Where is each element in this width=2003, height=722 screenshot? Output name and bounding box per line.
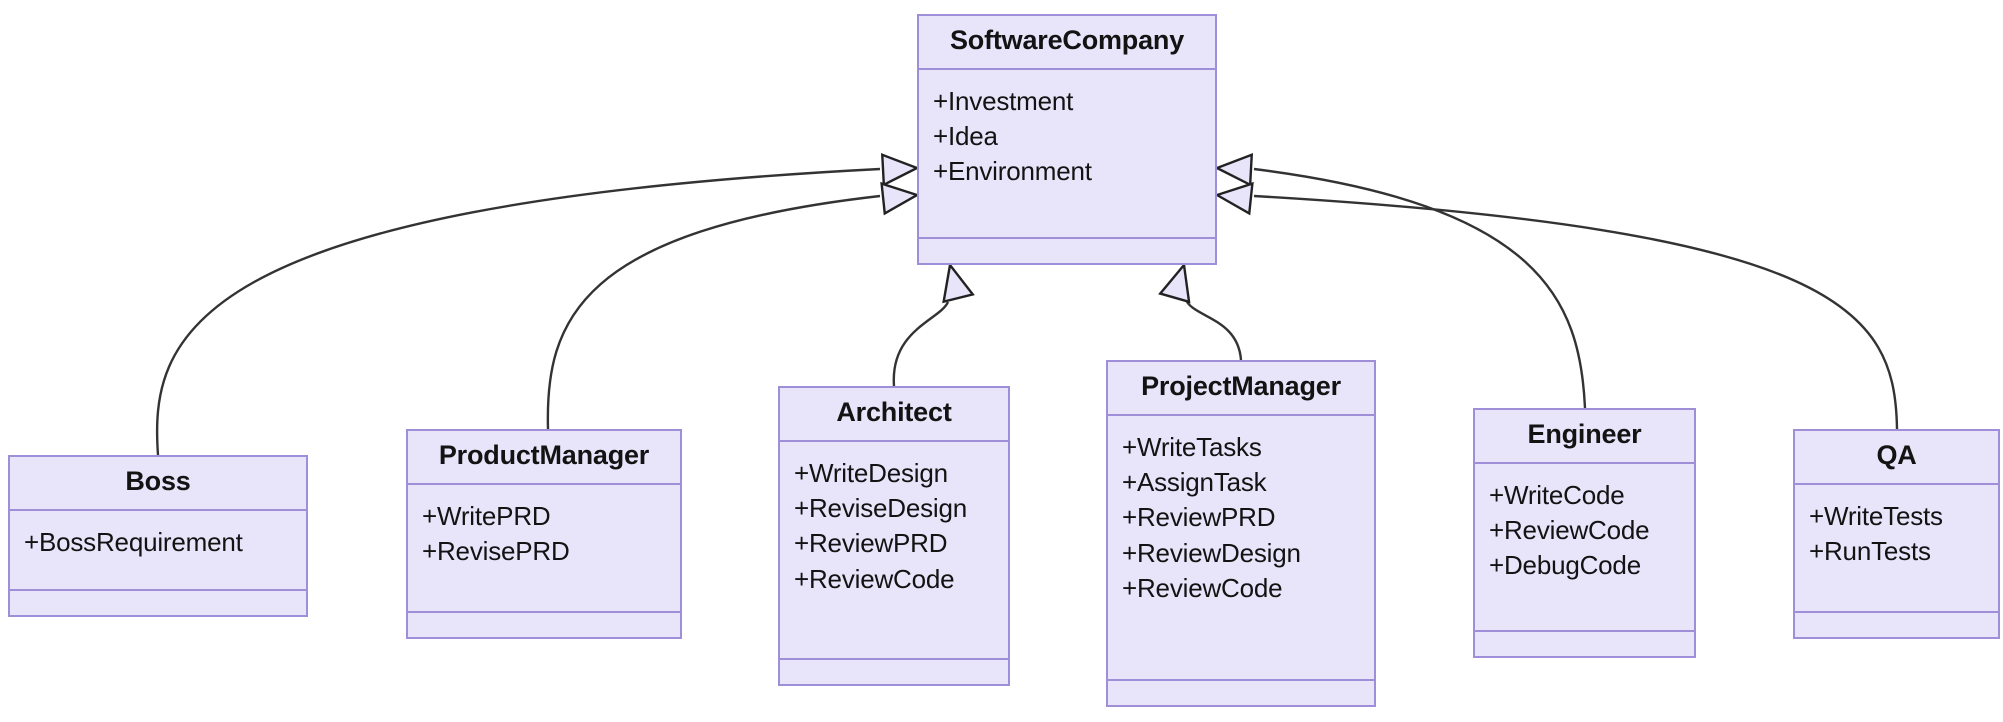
attribute-row: +Investment [933, 85, 1074, 116]
class-box-project-manager[interactable]: ProjectManager +WriteTasks +AssignTask +Rev… [1106, 360, 1376, 707]
class-box-engineer[interactable]: Engineer +WriteCode +ReviewCode +DebugCode [1473, 408, 1696, 658]
class-box-qa[interactable]: QA +WriteTests +RunTests [1793, 429, 2000, 639]
method-compartment-project-manager [1108, 681, 1374, 705]
attribute-compartment-project-manager: +WriteTasks +AssignTask +ReviewPRD +ReviewD… [1108, 416, 1374, 681]
attribute-row: +WriteCode [1489, 479, 1625, 510]
attribute-row: +DebugCode [1489, 550, 1641, 581]
edge-line [892, 301, 950, 387]
inheritance-arrowhead-icon [1214, 181, 1254, 216]
inheritance-arrowhead-icon [1158, 262, 1191, 304]
attribute-row: +ReviewCode [794, 563, 955, 594]
attribute-row: +WriteTasks [1122, 431, 1262, 462]
class-name-architect: Architect [780, 388, 1008, 442]
edge-line [1186, 301, 1243, 361]
attribute-row: +ReviewCode [1122, 573, 1283, 604]
inheritance-arrowhead-icon [880, 153, 920, 187]
attribute-row: +WriteDesign [794, 457, 948, 488]
attribute-row: +ReviseDesign [794, 493, 967, 524]
class-name-product-manager: ProductManager [408, 431, 680, 485]
attribute-row: +WritePRD [422, 500, 551, 531]
attribute-compartment-product-manager: +WritePRD +RevisePRD [408, 485, 680, 613]
class-box-boss[interactable]: Boss +BossRequirement [8, 455, 308, 617]
class-name-qa: QA [1795, 431, 1998, 485]
class-box-software-company[interactable]: SoftwareCompany +Investment +Idea +Environm… [917, 14, 1217, 265]
attribute-compartment-boss: +BossRequirement [10, 511, 306, 591]
inheritance-arrowhead-icon [880, 181, 920, 216]
class-name-software-company: SoftwareCompany [919, 16, 1215, 70]
class-name-engineer: Engineer [1475, 410, 1694, 464]
generalization-edge-architect-to-company [892, 262, 975, 387]
attribute-compartment-engineer: +WriteCode +ReviewCode +DebugCode [1475, 464, 1694, 632]
method-compartment-product-manager [408, 613, 680, 637]
attribute-compartment-qa: +WriteTests +RunTests [1795, 485, 1998, 613]
attribute-row: +ReviewDesign [1122, 537, 1301, 568]
edge-line [155, 167, 881, 456]
attribute-row: +ReviewPRD [794, 528, 948, 559]
inheritance-arrowhead-icon [942, 262, 975, 304]
class-box-product-manager[interactable]: ProductManager +WritePRD +RevisePRD [406, 429, 682, 639]
method-compartment-engineer [1475, 632, 1694, 656]
generalization-edge-projectmanager-to-company [1158, 262, 1243, 361]
attribute-row: +AssignTask [1122, 467, 1267, 498]
method-compartment-software-company [919, 239, 1215, 263]
class-box-architect[interactable]: Architect +WriteDesign +ReviseDesign +Revie… [778, 386, 1010, 686]
attribute-row: +ReviewCode [1489, 515, 1650, 546]
attribute-row: +WriteTests [1809, 500, 1943, 531]
method-compartment-architect [780, 660, 1008, 684]
method-compartment-boss [10, 591, 306, 615]
attribute-row: +RunTests [1809, 536, 1931, 567]
class-name-boss: Boss [10, 457, 306, 511]
attribute-row: +ReviewPRD [1122, 502, 1276, 533]
attribute-row: +Idea [933, 121, 998, 152]
class-name-project-manager: ProjectManager [1108, 362, 1374, 416]
method-compartment-qa [1795, 613, 1998, 637]
inheritance-arrowhead-icon [1214, 153, 1254, 187]
attribute-row: +Environment [933, 156, 1092, 187]
attribute-compartment-software-company: +Investment +Idea +Environment [919, 70, 1215, 239]
attribute-row: +RevisePRD [422, 536, 570, 567]
attribute-compartment-architect: +WriteDesign +ReviseDesign +ReviewPRD +Revi… [780, 442, 1008, 660]
attribute-row: +BossRequirement [24, 526, 243, 557]
